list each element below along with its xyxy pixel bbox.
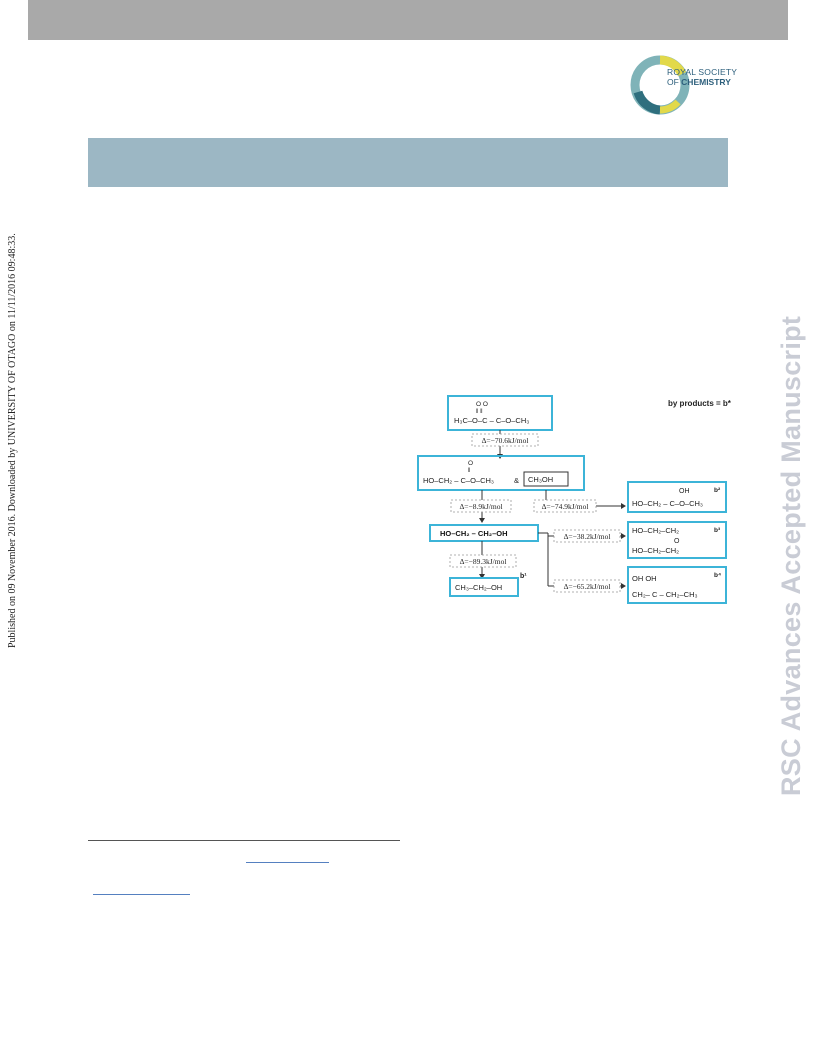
b3-energy: Δ=−38.2kJ/mol: [564, 532, 611, 541]
methyl-glycolate-double-bond: ‖: [468, 468, 470, 474]
step2-energy-box: [450, 499, 512, 513]
step2-energy: Δ=−8.9kJ/mol: [459, 502, 502, 511]
logo-line-2-bold: CHEMISTRY: [681, 77, 731, 87]
methanol-box: [523, 471, 569, 487]
b2-energy-box: [533, 499, 597, 513]
methyl-glycolate-box: [417, 455, 585, 491]
byproduct-legend: by products = b*: [668, 399, 732, 408]
b2-hydroxyl: OH: [679, 488, 690, 495]
logo-line-1: ROYAL SOCIETY: [667, 67, 738, 77]
b2-formula: HO–CH₂ – C–O–CH₃: [632, 499, 703, 508]
page-header-bar: [28, 0, 788, 40]
rsc-logo-text: ROYAL SOCIETY OF CHEMISTRY: [667, 67, 737, 87]
ethylene-glycol-formula: HO–CH₂ – CH₂–OH: [440, 529, 508, 538]
b3-label: b³: [714, 527, 721, 534]
b3-ether-oxygen: O: [674, 538, 680, 545]
article-type-banner: [88, 138, 728, 187]
footnote-rule: [88, 840, 400, 841]
b3-line1: HO–CH₂–CH₂: [632, 526, 679, 535]
b4-label: b⁴: [714, 572, 721, 579]
publication-stamp: Published on 09 November 2016. Downloade…: [7, 233, 18, 648]
b1-label: b¹: [520, 573, 527, 580]
b4-box: [627, 566, 727, 604]
methyl-glycolate-oxygen: O: [468, 460, 473, 467]
b4-hydroxyls: OH OH: [632, 574, 657, 583]
footnote-link-2[interactable]: [93, 894, 190, 895]
b4-formula: CH₂– C – CH₂–CH₃: [632, 590, 698, 599]
step3-energy: Δ=−89.3kJ/mol: [460, 557, 507, 566]
dimethyl-oxalate-formula: H₃C–O–C – C–O–CH₃: [454, 416, 529, 425]
ethanol-formula: CH₃–CH₂–OH: [455, 583, 502, 592]
b3-box: [627, 521, 727, 559]
methyl-glycolate-formula: HO–CH₂ – C–O–CH₃: [423, 476, 494, 485]
logo-line-2: OF CHEMISTRY: [667, 77, 737, 87]
dimethyl-oxalate-double-bonds: ‖ ‖: [476, 409, 483, 415]
b4-energy: Δ=−65.2kJ/mol: [564, 582, 611, 591]
b2-energy: Δ=−74.9kJ/mol: [542, 502, 589, 511]
b4-energy-box: [553, 579, 621, 593]
rsc-logo: [630, 55, 690, 115]
rsc-logo-mark: [630, 55, 690, 115]
footnote-link-1[interactable]: [246, 862, 329, 863]
step1-energy-box: [471, 433, 539, 447]
b2-label: b²: [714, 487, 721, 494]
methanol-formula: CH₃OH: [528, 475, 553, 484]
ethanol-box: [449, 577, 519, 597]
logo-line-2-prefix: OF: [667, 77, 682, 87]
ampersand: &: [514, 476, 519, 485]
b3-energy-box: [553, 529, 621, 543]
dimethyl-oxalate-oxygens: O O: [476, 401, 488, 408]
step1-energy: Δ=−70.6kJ/mol: [482, 436, 529, 445]
accepted-manuscript-watermark: RSC Advances Accepted Manuscript: [776, 315, 806, 796]
step3-energy-box: [449, 554, 517, 568]
b3-line2: HO–CH₂–CH₂: [632, 546, 679, 555]
reaction-scheme: by products = b* O O ‖ ‖ H₃C–O–C – C–O–C…: [417, 395, 732, 604]
b2-box: [627, 481, 727, 513]
